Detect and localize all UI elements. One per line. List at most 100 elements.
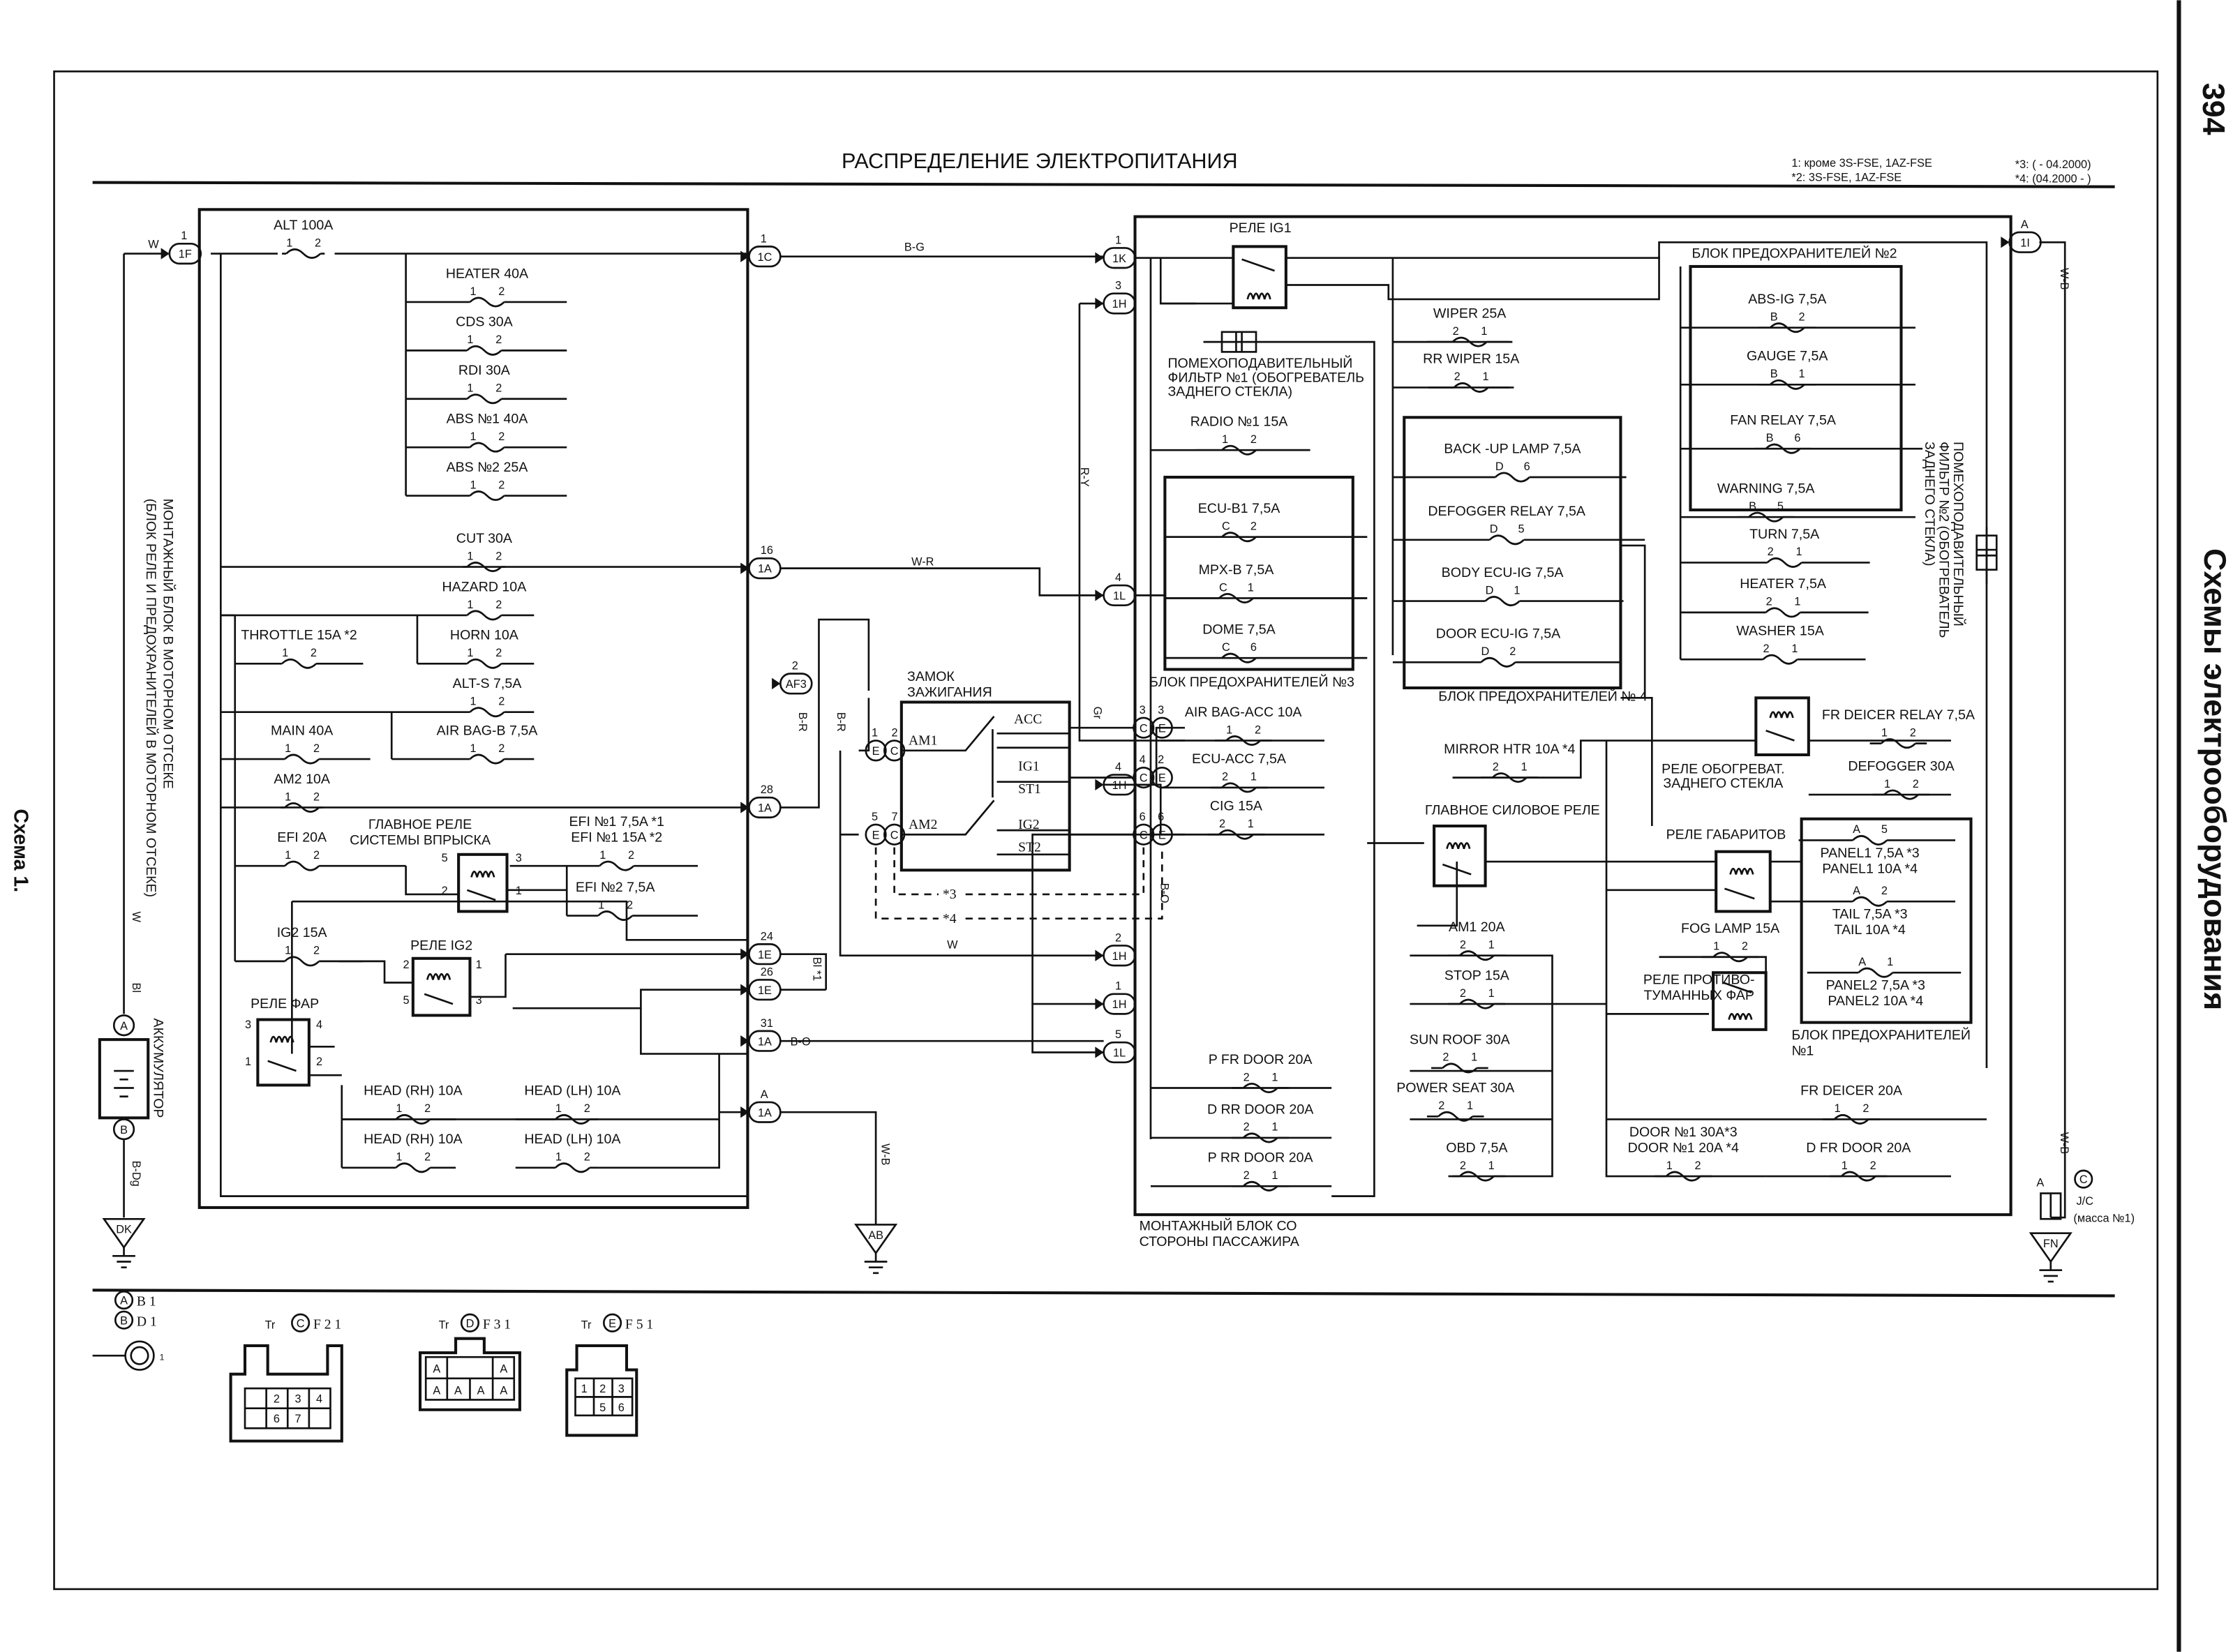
engine-block-wiring [211,253,748,1197]
legend-code: F 3 1 [483,1317,511,1332]
fuse-pin: 2 [311,647,317,659]
fuse-icon [1765,607,1801,618]
fuse-icon [466,658,502,669]
fuse-pin: 1 [1488,987,1495,1000]
fuse-pin: 1 [1799,368,1805,380]
fuse-pin: 1 [285,849,291,862]
fuse-pin: 1 [1795,546,1802,558]
fuse-icon [1242,1132,1278,1143]
fuse-pin: C [1219,581,1227,594]
fuse-pin: 5 [1518,523,1525,536]
arrow-icon [1095,252,1104,264]
fuse-pin: 2 [1244,1121,1250,1134]
fuse-label: FOG LAMP 15A [1681,921,1780,936]
wire-r-y: R-Y [1078,467,1091,487]
legend-cell: 6 [274,1413,280,1425]
fuse-icon [1242,1180,1278,1192]
fuse-pin: 2 [1870,1159,1876,1172]
fuse-block-3 [1163,475,1354,671]
arrow-icon [740,1035,749,1047]
wire-w-3: W [130,911,142,922]
fuse-label: HEAD (RH) 10A [364,1083,463,1099]
filter-2-label-3: ЗАДНЕГО СТЕКЛА) [1922,442,1937,566]
fuse-icon [1480,656,1516,668]
fuse-icon [284,802,320,813]
fuse-icon [1221,444,1257,456]
fuse-icon [1840,1171,1876,1182]
connector-pin: 26 [761,966,773,978]
connector-pin: 3 [1115,280,1121,292]
connector-pin: 28 [761,783,773,796]
fuse-pin: 1 [1488,1159,1495,1172]
fuse-icon [469,707,505,718]
connector-id: 1L [1113,590,1126,603]
fuse-icon [1766,557,1802,568]
note-4: *4: (04.2000 - ) [2015,173,2091,186]
fog-relay-label-1: РЕЛЕ ПРОТИВО- [1643,973,1755,988]
inter-block-wiring [780,241,2066,1225]
terminal-st1: ST1 [1018,782,1041,797]
fuse-label: TAIL 10A *4 [1834,922,1905,938]
fuse-pin: 1 [1791,643,1798,655]
fuse-pin: 1 [282,647,288,659]
fuse-label: ECU-ACC 7,5A [1192,751,1287,767]
connector-id: 1I [2020,236,2030,249]
fuse-icon [1437,1111,1474,1122]
fuse-block-4 [1403,416,1622,690]
fuse-pin: 2 [584,1151,590,1164]
fuse-pin: 2 [1766,596,1772,608]
legend-prefix: Tr [581,1319,592,1331]
fuse-pin: 1 [1250,771,1257,783]
connector-id: AF3 [786,678,807,691]
connector-pin: 16 [761,544,773,557]
junction-sub: (масса №1) [2073,1212,2135,1224]
relay-pin: 2 [442,885,448,897]
ignition-switch-label-1: ЗАМОК [907,669,955,684]
fuse-pin: 2 [495,550,502,562]
terminal-ig1: IG1 [1018,759,1039,774]
fuse-icon [1852,834,1888,846]
connector-1l-5: 1L5 [1095,1028,1136,1064]
connector-id: 1H [1112,950,1127,963]
pin: 2 [1158,753,1164,766]
ig1-relay-label: РЕЛЕ IG1 [1230,220,1292,236]
connector-drawing-e: Tr E F 5 1 1 2 3 5 6 [565,1313,653,1437]
terminal-acc: ACC [1014,712,1042,727]
fuse-icon [1491,772,1528,783]
relay-pin: 2 [316,1056,322,1068]
fuse-label: SUN ROOF 30A [1410,1032,1511,1047]
legend-code-b1: B 1 [137,1295,156,1309]
legend-code: F 5 1 [625,1317,653,1332]
fuse-pin: 1 [470,285,476,298]
arrow-icon [740,1106,749,1118]
fuse-pin: 1 [1271,1071,1278,1083]
fuse-icon [284,753,320,765]
relay-pin: 3 [245,1019,251,1031]
connector-1l-4: 1L4 [1095,571,1136,606]
fuse-icon [1458,1171,1495,1182]
connector-1k: 1K1 [1095,234,1136,269]
fuse-label: HAZARD 10A [442,579,527,594]
noise-filter-2: ПОМЕХОПОДАВИТЕЛЬНЫЙ ФИЛЬТР №2 (ОБОГРЕВАТ… [1922,442,1998,638]
fuse-label: TAIL 7,5A *3 [1832,907,1908,922]
conn-letter: C [890,829,899,841]
legend: A B 1 B D 1 1 Tr C F 2 1 2 3 4 6 7 Tr D … [92,1291,653,1443]
fuse-block-1-label-1: БЛОК ПРЕДОХРАНИТЕЛЕЙ [1791,1026,1971,1043]
fuse-label: RR WIPER 15A [1423,352,1520,367]
